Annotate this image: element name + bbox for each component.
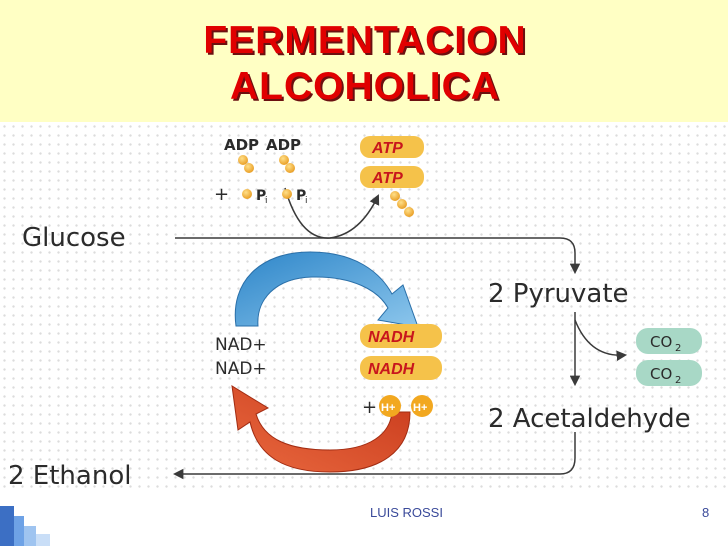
title-band	[0, 0, 728, 122]
slide-title: FERMENTACION ALCOHOLICA	[150, 18, 580, 110]
proton-1-label: H+	[381, 402, 395, 414]
proton-1: H+	[379, 395, 401, 417]
title-line-2: ALCOHOLICA	[230, 65, 500, 108]
adp-label-1: ADP	[224, 136, 259, 154]
slide-footer	[0, 494, 728, 546]
atp-phosphate-tail	[390, 191, 414, 217]
adp-label-2: ADP	[266, 136, 301, 154]
pyruvate-label: 2 Pyruvate	[488, 279, 629, 309]
glucose-label: Glucose	[22, 223, 126, 253]
adp-molecule-1	[238, 155, 254, 173]
acetaldehyde-label: 2 Acetaldehyde	[488, 404, 691, 434]
ethanol-label: 2 Ethanol	[8, 461, 131, 491]
atp-2-label: ATP	[371, 170, 403, 187]
phosphate-2-label: P	[296, 188, 306, 204]
phosphate-2-sub: i	[305, 196, 308, 206]
atp-pill-1: ATP	[360, 136, 424, 158]
plus-sign-1: +	[214, 184, 229, 205]
co2-1-label: CO	[650, 333, 672, 351]
phosphate-1-sub: i	[265, 196, 268, 206]
co2-1-sub: 2	[675, 343, 681, 354]
nadh-pill-1: NADH	[360, 324, 442, 348]
atp-1-label: ATP	[371, 140, 403, 157]
phosphate-1: P i	[242, 188, 268, 206]
adp-molecule-2	[279, 155, 295, 173]
plus-sign-2: +	[362, 397, 377, 418]
co2-2-label: CO	[650, 365, 672, 383]
title-line-1: FERMENTACION	[203, 19, 527, 62]
corner-decoration	[0, 506, 50, 546]
proton-2-label: H+	[413, 402, 427, 414]
co2-release-arrow	[574, 319, 628, 361]
page-number: 8	[702, 505, 710, 520]
glucose-to-pyruvate-path	[175, 237, 581, 275]
nadh-2-label: NADH	[368, 361, 415, 378]
nadh-1-label: NADH	[368, 329, 415, 346]
proton-2: H+	[411, 395, 433, 417]
nadh-pill-2: NADH	[360, 356, 442, 380]
atp-formation-arrow	[284, 187, 380, 239]
nad-label-1: NAD+	[215, 335, 267, 355]
red-nad-oxidation-arrow	[231, 385, 411, 473]
phosphate-1-label: P	[256, 188, 266, 204]
footer-author: LUIS ROSSI	[370, 505, 443, 520]
nad-label-2: NAD+	[215, 359, 267, 379]
fermentation-diagram: Glucose 2 Pyruvate 2 Acetaldehyde 2 Etha…	[8, 136, 702, 491]
blue-nad-reduction-arrow	[234, 251, 419, 328]
phosphate-2: P i	[282, 188, 308, 206]
acetaldehyde-to-ethanol-path	[172, 432, 576, 480]
atp-pill-2: ATP	[360, 166, 424, 188]
co2-pill-1: CO 2	[636, 328, 702, 354]
co2-pill-2: CO 2	[636, 360, 702, 386]
co2-2-sub: 2	[675, 375, 681, 386]
